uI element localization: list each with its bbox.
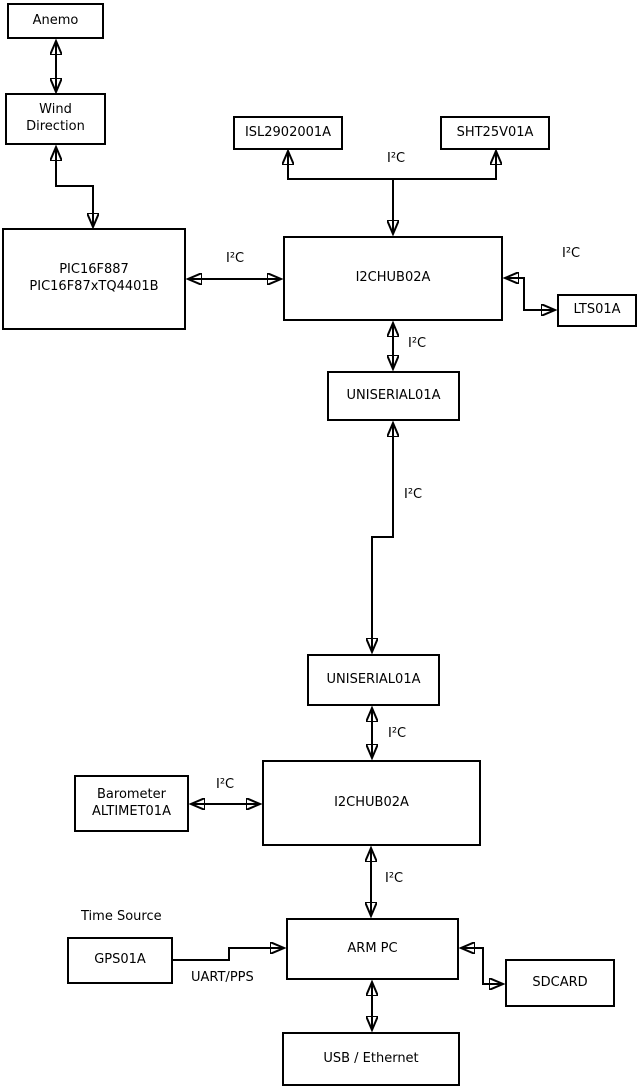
node-pic: PIC16F887 PIC16F87xTQ4401B: [2, 228, 186, 330]
node-usb-ethernet-label: USB / Ethernet: [323, 1050, 419, 1066]
node-barometer-label-line2: ALTIMET01A: [92, 803, 171, 819]
node-gps01a: GPS01A: [67, 937, 173, 984]
node-anemo-label: Anemo: [32, 12, 79, 28]
node-arm-pc: ARM PC: [286, 918, 459, 980]
node-usb-ethernet: USB / Ethernet: [282, 1032, 460, 1086]
node-pic-label-line2: PIC16F87xTQ4401B: [29, 279, 159, 294]
arrow-uniserial-top-uniserial-bottom: [372, 423, 393, 652]
node-wind-direction-label-line1: Wind: [39, 102, 72, 118]
edge-label-uart-pps: UART/PPS: [191, 970, 254, 985]
node-uniserial-bottom: UNISERIAL01A: [307, 654, 440, 706]
edge-label-i2c-sensor-branch: I²C: [387, 151, 406, 166]
node-isl2902001a: ISL2902001A: [233, 116, 343, 150]
node-uniserial-top: UNISERIAL01A: [327, 371, 460, 421]
node-wind-direction: Wind Direction: [5, 93, 106, 145]
node-arm-pc-label: ARM PC: [347, 940, 398, 956]
node-i2chub-top: I2CHUB02A: [283, 236, 503, 321]
node-anemo: Anemo: [7, 3, 104, 39]
node-lts01a: LTS01A: [557, 294, 637, 327]
label-time-source: Time Source: [81, 909, 162, 924]
node-sht25v01a: SHT25V01A: [440, 116, 550, 150]
arrow-winddirection-pic: [56, 147, 93, 227]
node-lts01a-label: LTS01A: [573, 302, 621, 318]
arrow-armpc-sdcard: [461, 948, 503, 984]
node-i2chub-bottom-label: I2CHUB02A: [334, 794, 409, 810]
arrow-i2chub-top-lts: [505, 278, 555, 310]
node-i2chub-top-label: I2CHUB02A: [355, 270, 431, 286]
edge-label-i2c-lts: I²C: [562, 246, 581, 261]
edge-label-i2c-barometer: I²C: [216, 777, 235, 792]
node-pic-label-line1: PIC16F887: [59, 262, 129, 278]
node-i2chub-bottom: I2CHUB02A: [262, 760, 481, 846]
arrow-gps-armpc: [173, 948, 284, 961]
edge-label-i2c-hub-armpc: I²C: [385, 871, 404, 886]
node-sdcard-label: SDCARD: [532, 974, 588, 990]
node-uniserial-top-label: UNISERIAL01A: [346, 387, 441, 403]
edge-label-i2c-pic-hub: I²C: [226, 251, 245, 266]
edge-label-i2c-uniserial-hub: I²C: [388, 726, 407, 741]
node-barometer: Barometer ALTIMET01A: [74, 775, 189, 832]
node-uniserial-bottom-label: UNISERIAL01A: [326, 671, 421, 687]
node-wind-direction-label-line2: Direction: [26, 119, 85, 134]
node-gps01a-label: GPS01A: [94, 952, 146, 968]
node-sdcard: SDCARD: [505, 959, 615, 1007]
node-isl2902001a-label: ISL2902001A: [244, 124, 332, 140]
node-barometer-label-line1: Barometer: [97, 786, 166, 802]
edge-label-i2c-uniserial-link: I²C: [404, 487, 423, 502]
edge-label-i2c-hub-uniserial: I²C: [408, 336, 427, 351]
node-sht25v01a-label: SHT25V01A: [456, 124, 534, 140]
